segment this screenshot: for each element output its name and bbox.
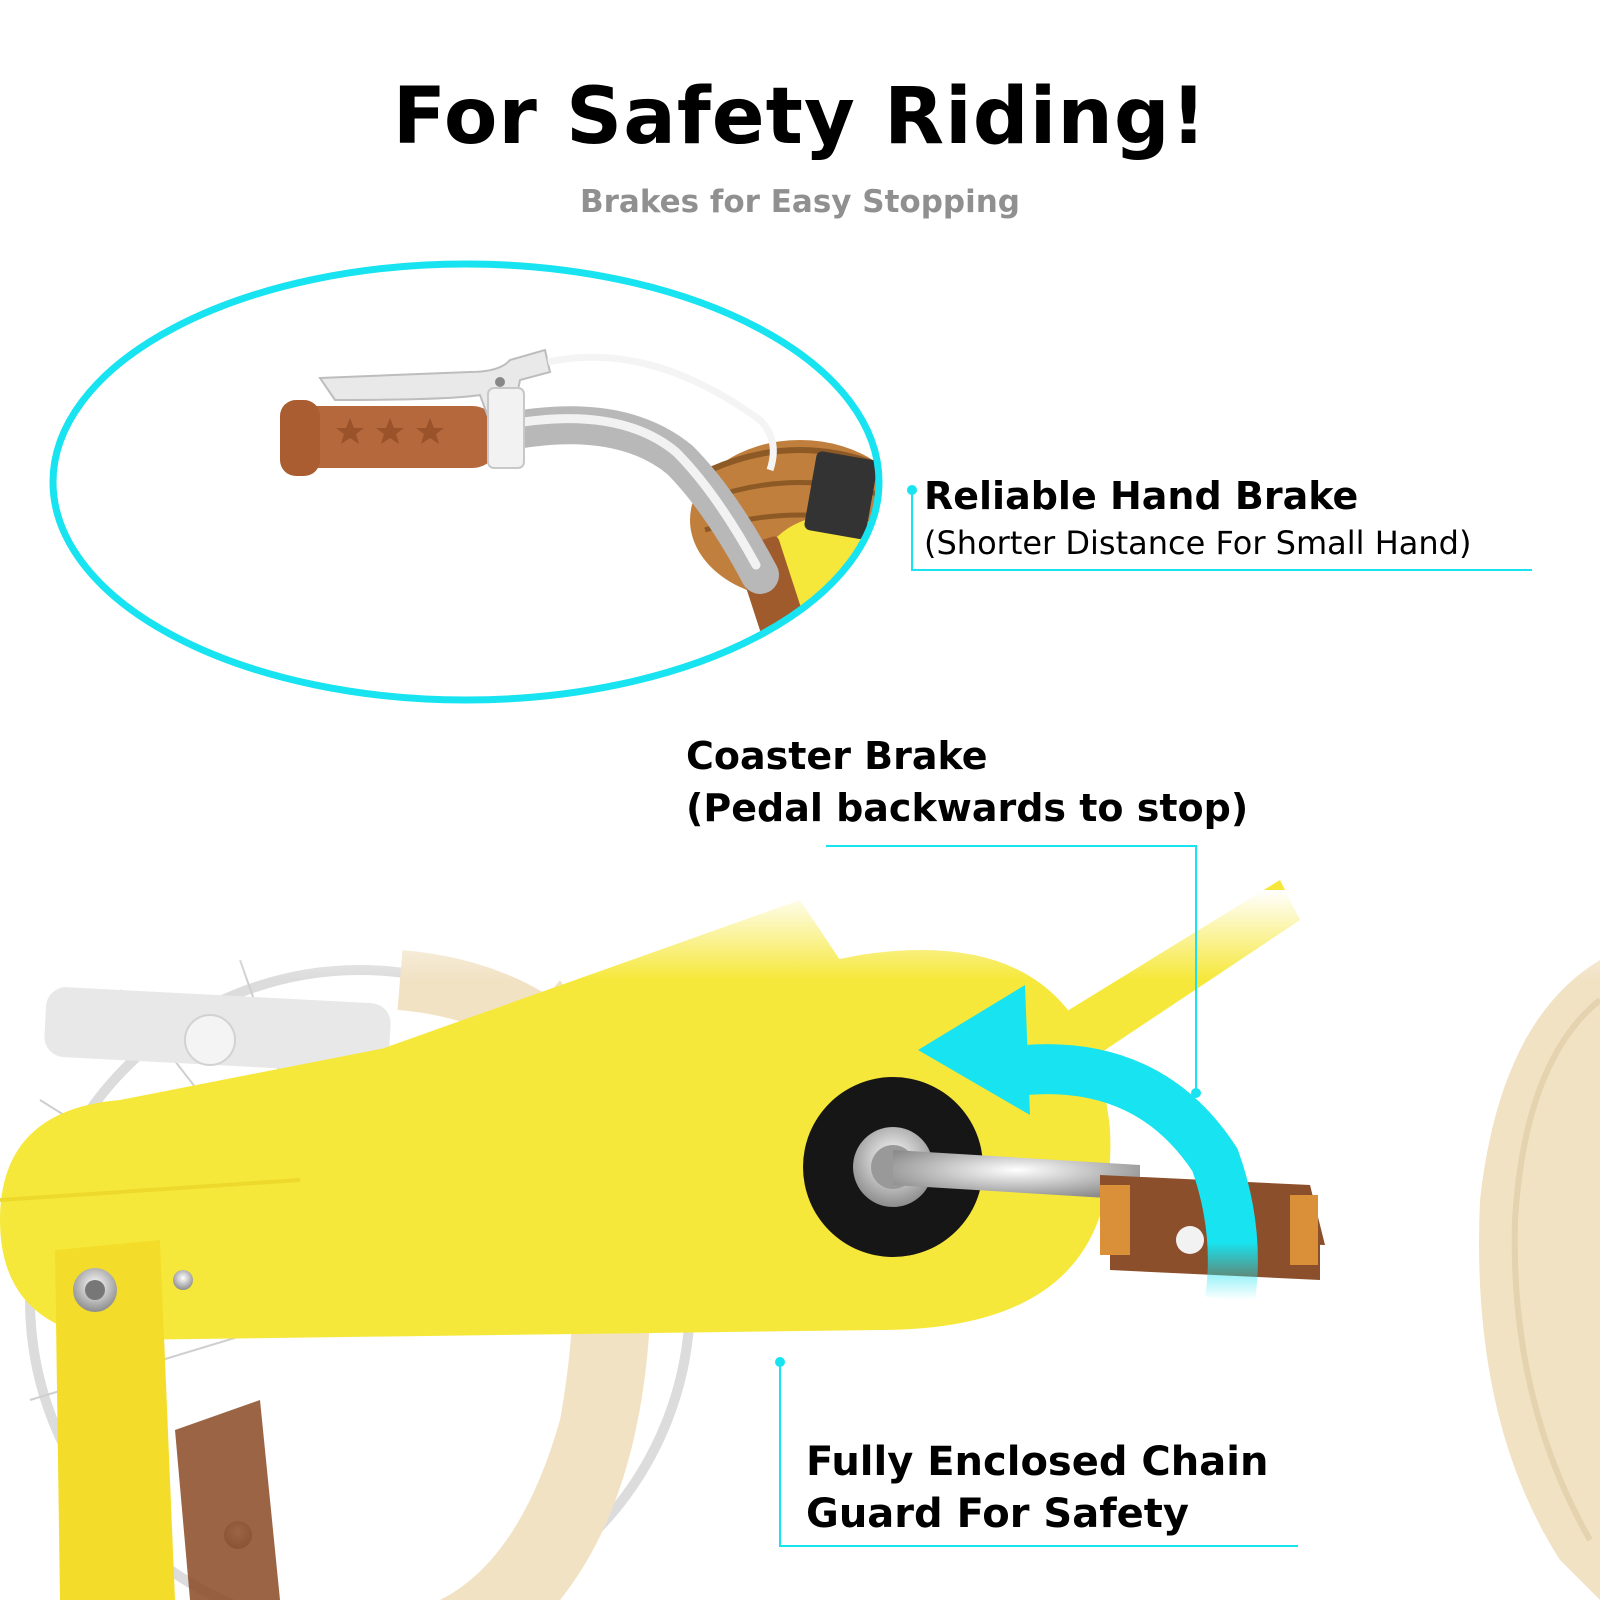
page-title: For Safety Riding! bbox=[392, 72, 1208, 162]
hand-brake-oval bbox=[49, 260, 883, 704]
rear-dropout bbox=[55, 1240, 175, 1600]
hand-brake-photo bbox=[280, 348, 879, 644]
front-tire bbox=[1479, 960, 1600, 1600]
hand-brake-leader bbox=[907, 485, 1532, 571]
coaster-brake-label: Coaster Brake (Pedal backwards to stop) bbox=[686, 730, 1248, 834]
chain-guard-line1: Fully Enclosed Chain bbox=[806, 1439, 1269, 1485]
hand-brake-subtitle: (Shorter Distance For Small Hand) bbox=[924, 524, 1472, 562]
coaster-brake-line2: (Pedal backwards to stop) bbox=[686, 786, 1249, 830]
brake-cable bbox=[547, 353, 777, 472]
chain-guard bbox=[0, 950, 1111, 1340]
hand-brake-title: Reliable Hand Brake bbox=[924, 474, 1359, 518]
pedal-backwards-arrow bbox=[918, 985, 1258, 1304]
coaster-brake-line1: Coaster Brake bbox=[686, 734, 988, 778]
coaster-brake-photo bbox=[0, 880, 1600, 1600]
crank-arm bbox=[893, 1150, 1140, 1200]
chain-guard-leader bbox=[775, 1357, 1298, 1547]
page-subtitle: Brakes for Easy Stopping bbox=[579, 184, 1020, 220]
coaster-brake-leader bbox=[826, 845, 1201, 1098]
chain-guard-label: Fully Enclosed Chain Guard For Safety bbox=[806, 1436, 1268, 1540]
chain-guard-line2: Guard For Safety bbox=[806, 1491, 1189, 1537]
